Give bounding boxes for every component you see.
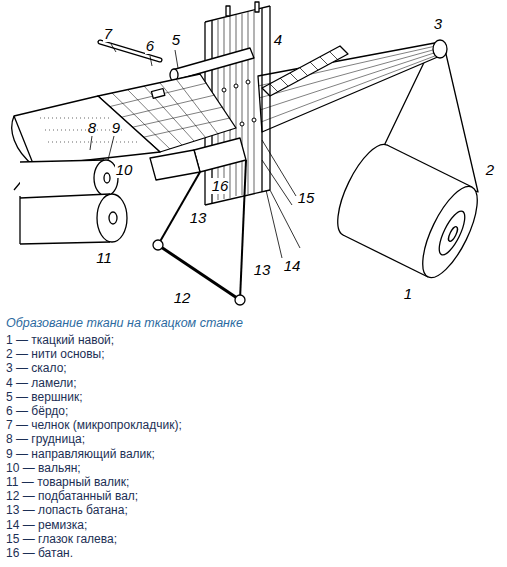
callout-number: 2 bbox=[485, 162, 495, 178]
legend-line: 9 — направляющий валик; bbox=[6, 447, 155, 461]
sword bbox=[240, 160, 246, 300]
callout-number: 4 bbox=[273, 32, 283, 48]
upper-warp bbox=[258, 42, 440, 132]
callout-number: 15 bbox=[297, 190, 316, 206]
callout-number: 11 bbox=[95, 250, 113, 266]
callout-number: 1 bbox=[403, 286, 413, 302]
callout-number: 5 bbox=[171, 32, 181, 48]
legend-line: 15 — глазок галева; bbox=[6, 532, 117, 546]
legend-line: 5 — вершник; bbox=[6, 390, 82, 404]
callout-number: 12 bbox=[173, 290, 192, 306]
legend-line: 1 — ткацкий навой; bbox=[6, 333, 114, 347]
callout-number: 9 bbox=[111, 120, 121, 136]
callout-number: 8 bbox=[87, 120, 97, 136]
callout-number: 16 bbox=[211, 178, 230, 194]
callout-number: 6 bbox=[145, 38, 155, 54]
back-rest bbox=[433, 40, 447, 58]
legend-line: 10 — вальян; bbox=[6, 461, 81, 475]
legend-line: 6 — бёрдо; bbox=[6, 404, 68, 418]
fabric bbox=[14, 96, 160, 166]
callout-number: 7 bbox=[103, 26, 113, 42]
sword bbox=[158, 172, 200, 245]
sley bbox=[194, 138, 246, 172]
beam-flange bbox=[412, 179, 488, 285]
legend-line: 3 — скало; bbox=[6, 361, 67, 375]
legend-line: 14 — ремизка; bbox=[6, 518, 87, 532]
fabric-roller bbox=[20, 160, 104, 198]
callout-number: 3 bbox=[433, 16, 443, 32]
legend-line: 13 — лопасть батана; bbox=[6, 503, 128, 517]
caption-title: Образование ткани на ткацком станке bbox=[6, 316, 243, 331]
callout-number: 14 bbox=[283, 258, 302, 274]
crankshaft bbox=[158, 245, 240, 300]
legend-line: 4 — ламели; bbox=[6, 376, 77, 390]
callout-number: 13 bbox=[189, 210, 208, 226]
callout-number: 10 bbox=[115, 162, 134, 178]
legend-line: 16 — батан. bbox=[6, 546, 73, 560]
legend-line: 7 — челнок (микропрокладчик); bbox=[6, 418, 182, 432]
legend-line: 12 — подбатанный вал; bbox=[6, 489, 138, 503]
legend-line: 8 — грудница; bbox=[6, 432, 85, 446]
legend-line: 11 — товарный валик; bbox=[6, 475, 129, 489]
drop-wires bbox=[262, 46, 348, 96]
callout-number: 13 bbox=[253, 262, 272, 278]
legend-line: 2 — нити основы; bbox=[6, 347, 105, 361]
reed bbox=[172, 48, 254, 80]
cloth-roller bbox=[97, 194, 127, 242]
